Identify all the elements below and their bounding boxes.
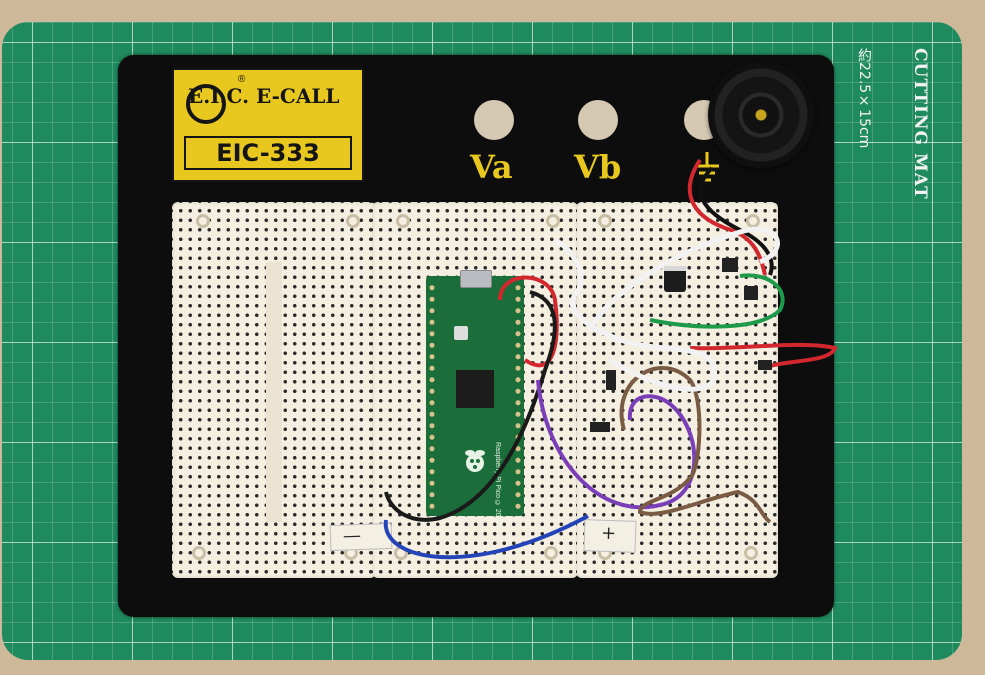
- mount-screw: [546, 214, 560, 228]
- raspberry-logo-icon: [465, 450, 485, 472]
- mount-screw: [346, 214, 360, 228]
- ground-symbol-icon: [695, 152, 719, 182]
- breadboard-center-channel: [266, 262, 282, 522]
- terminal-hole-vb: [578, 100, 618, 140]
- terminal-label-va: Va: [470, 148, 513, 186]
- tape-plus-text: +: [600, 522, 617, 545]
- mount-screw: [598, 214, 612, 228]
- mount-screw: [196, 214, 210, 228]
- pico-left-pin-row: [428, 282, 436, 512]
- mat-title: CUTTING MAT: [910, 48, 930, 200]
- raspberry-pi-pico-board: Raspberry Pi Pico © 2020: [426, 270, 524, 524]
- mount-screw: [746, 214, 760, 228]
- pico-right-pin-row: [514, 282, 522, 512]
- pico-board-label: Raspberry Pi Pico © 2020: [494, 442, 501, 525]
- tape-label-minus: —: [329, 522, 393, 552]
- mount-screw: [394, 546, 408, 560]
- mount-screw: [544, 546, 558, 560]
- mat-size-text: 約22.5×15cm: [856, 48, 872, 149]
- mount-screw: [744, 546, 758, 560]
- tape-label-plus: +: [583, 519, 637, 553]
- piezo-buzzer: [708, 62, 814, 168]
- eic-logo-panel: E.I.C. E-CALL ® EIC-333: [172, 68, 364, 182]
- mount-screw: [192, 546, 206, 560]
- logo-model-text: EIC-333: [184, 136, 352, 170]
- micro-usb-port: [460, 270, 492, 288]
- logo-brand-text: E.I.C. E-CALL: [188, 84, 340, 108]
- eic-logo-circle-icon: [186, 84, 226, 124]
- terminal-hole-va: [474, 100, 514, 140]
- logo-registered-mark: ®: [238, 74, 246, 85]
- terminal-label-vb: Vb: [574, 148, 622, 186]
- bootsel-button: [454, 326, 468, 340]
- tape-minus-text: —: [342, 525, 362, 547]
- mount-screw: [396, 214, 410, 228]
- rp2040-chip: [456, 370, 494, 408]
